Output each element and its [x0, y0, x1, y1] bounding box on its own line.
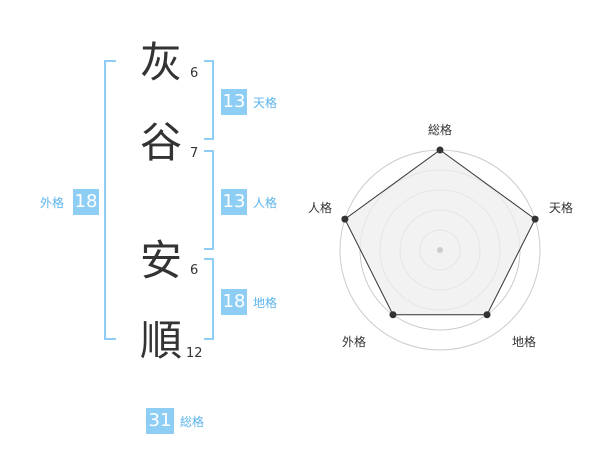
gaikaku-value-badge: 18: [73, 189, 99, 215]
chikaku-label: 地格: [253, 296, 278, 310]
tenkaku-value-badge: 13: [221, 89, 247, 115]
radar-label-soukaku: 総格: [428, 122, 452, 137]
radar-point: [389, 311, 397, 319]
soukaku-value-badge: 31: [146, 408, 174, 434]
jinkaku-value-badge: 13: [221, 189, 247, 215]
radar-score-polygon: [344, 149, 536, 316]
radar-label-jinkaku: 人格: [308, 200, 332, 215]
gaikaku-bracket-bottom: [104, 338, 116, 340]
gaikaku-bracket-vertical: [104, 60, 106, 340]
stroke-count-1: 6: [190, 66, 199, 81]
chikaku-bracket-top: [204, 258, 214, 260]
chikaku-bracket-bottom: [204, 338, 214, 340]
jinkaku-bracket-top: [204, 150, 214, 152]
tenkaku-bracket-bottom: [204, 138, 214, 140]
name-char-3: 安: [139, 236, 182, 285]
radar-point: [436, 146, 444, 154]
jinkaku-label: 人格: [253, 196, 278, 210]
chikaku-bracket-vertical: [212, 258, 214, 340]
name-char-4: 順: [139, 316, 182, 365]
soukaku-label: 総格: [180, 415, 205, 429]
jinkaku-bracket-vertical: [212, 150, 214, 250]
radar-points: [341, 146, 539, 319]
tenkaku-label: 天格: [253, 96, 278, 110]
radar-label-gaikaku: 外格: [342, 334, 366, 349]
gaikaku-bracket-top: [104, 60, 116, 62]
tenkaku-bracket-vertical: [212, 60, 214, 140]
stroke-count-3: 6: [190, 263, 199, 278]
radar-point: [483, 311, 491, 319]
stroke-count-2: 7: [190, 146, 199, 161]
stroke-count-4: 12: [186, 346, 203, 361]
radar-label-chikaku: 地格: [512, 334, 536, 349]
name-char-1: 灰: [139, 38, 182, 87]
tenkaku-bracket-top: [204, 60, 214, 62]
radar-point: [531, 215, 539, 223]
jinkaku-bracket-bottom: [204, 248, 214, 250]
radar-center-dot: [437, 247, 443, 253]
radar-label-tenkaku: 天格: [549, 200, 573, 215]
radar-point: [341, 215, 349, 223]
chikaku-value-badge: 18: [221, 289, 247, 315]
gaikaku-label: 外格: [40, 196, 65, 210]
name-char-2: 谷: [139, 118, 182, 167]
